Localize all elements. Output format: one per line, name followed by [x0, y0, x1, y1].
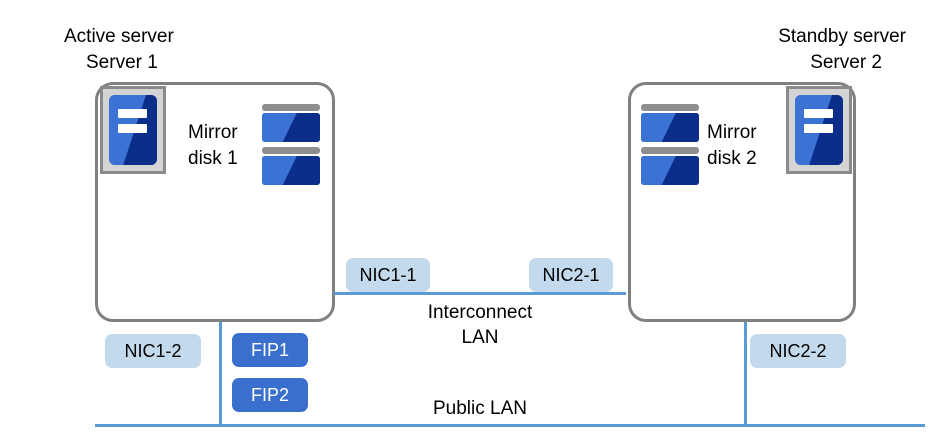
disk-cap — [641, 104, 699, 111]
mirror-disk2-label: Mirror disk 2 — [707, 120, 757, 172]
disk-body — [262, 113, 320, 142]
server-icon-slot-top — [803, 109, 834, 119]
mirror-disk1-label-line1: Mirror — [188, 122, 238, 143]
server2-title: Standby server Server 2 — [778, 24, 906, 76]
server-icon-body — [795, 95, 843, 165]
disk-body — [641, 156, 699, 185]
interconnect-lan-label-line2: LAN — [461, 327, 499, 348]
disk-body — [641, 113, 699, 142]
interconnect-lan-label: Interconnect LAN — [400, 300, 560, 350]
disk-sheen — [262, 156, 320, 185]
server1-public-lan-drop-line — [219, 322, 222, 426]
disk-sheen — [641, 113, 699, 142]
public-lan-line — [95, 424, 925, 427]
disk-stack-icon — [262, 104, 320, 190]
disk-stack-icon — [641, 104, 699, 190]
mirror-disk1-label: Mirror disk 1 — [188, 120, 238, 172]
server-tower-icon — [100, 86, 166, 174]
server1-name-label: Server 1 — [86, 52, 158, 73]
nic-badge-nic2-1[interactable]: NIC2-1 — [529, 258, 613, 292]
disk-body — [262, 156, 320, 185]
interconnect-lan-line — [334, 292, 626, 295]
disk-cap — [641, 147, 699, 154]
server-icon-slot-bottom — [117, 124, 148, 134]
fip-badge-fip1[interactable]: FIP1 — [232, 333, 308, 367]
server1-role-label: Active server — [64, 26, 174, 47]
server2-name-label: Server 2 — [810, 52, 882, 73]
disk-unit — [641, 104, 699, 142]
nic-badge-nic1-2[interactable]: NIC1-2 — [105, 334, 201, 368]
fip-badge-fip2[interactable]: FIP2 — [232, 378, 308, 412]
server-icon-slot-bottom — [803, 124, 834, 134]
mirror-disk1-label-line2: disk 1 — [188, 148, 238, 169]
disk-unit — [641, 147, 699, 185]
disk-unit — [262, 104, 320, 142]
server-icon-body — [109, 95, 157, 165]
server-tower-icon — [786, 86, 852, 174]
disk-cap — [262, 147, 320, 154]
nic-badge-nic1-1[interactable]: NIC1-1 — [346, 258, 430, 292]
server2-role-label: Standby server — [778, 26, 906, 47]
server-icon-slot-top — [117, 109, 148, 119]
nic-badge-nic2-2[interactable]: NIC2-2 — [750, 334, 846, 368]
mirror-disk2-label-line1: Mirror — [707, 122, 757, 143]
disk-unit — [262, 147, 320, 185]
disk-cap — [262, 104, 320, 111]
server2-public-lan-drop-line — [744, 322, 747, 426]
disk-sheen — [641, 156, 699, 185]
server1-title: Active server Server 1 — [64, 24, 174, 76]
interconnect-lan-label-line1: Interconnect — [427, 302, 533, 323]
mirror-disk2-label-line2: disk 2 — [707, 148, 757, 169]
disk-sheen — [262, 113, 320, 142]
public-lan-label: Public LAN — [433, 398, 527, 419]
